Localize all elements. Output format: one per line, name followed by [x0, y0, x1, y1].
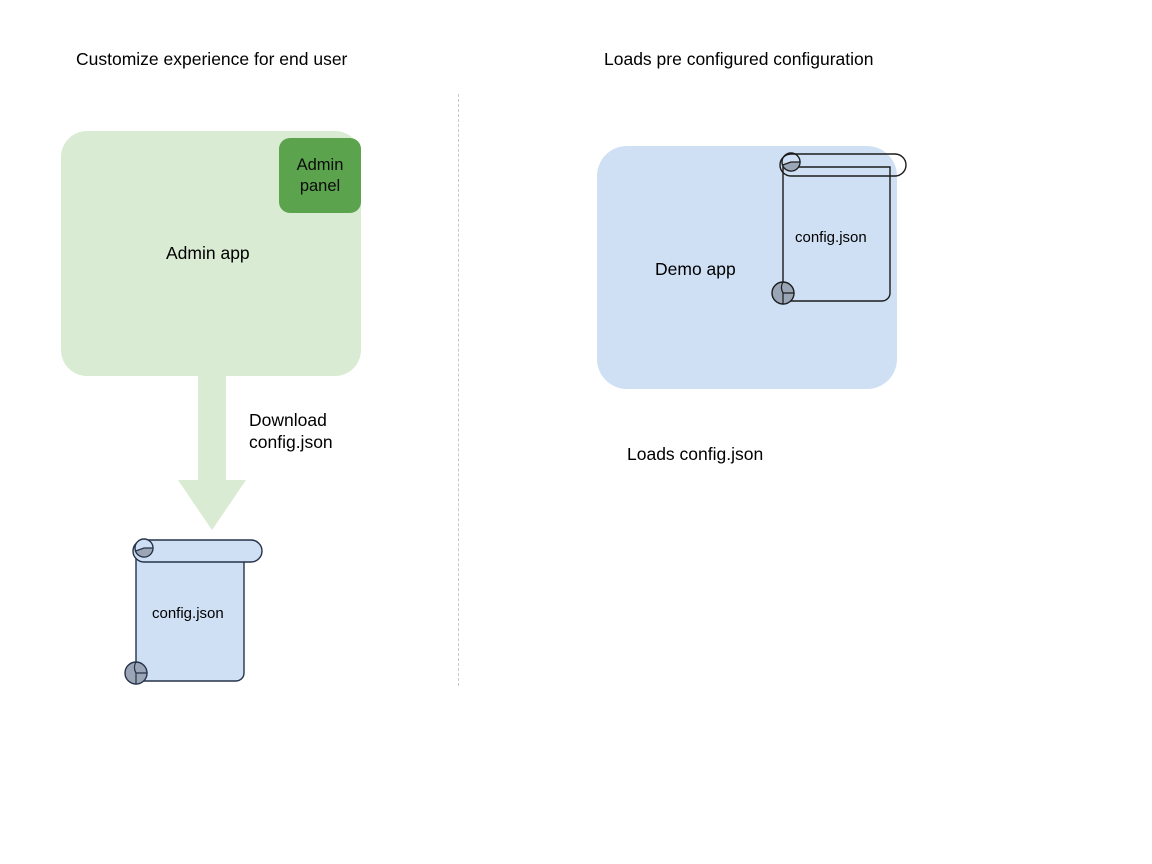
left-column-title: Customize experience for end user — [76, 49, 348, 69]
down-arrow-icon — [176, 370, 248, 532]
download-arrow-label: Download config.json — [249, 410, 333, 453]
demo-app-box[interactable] — [597, 146, 897, 389]
document-scroll-icon[interactable] — [118, 527, 264, 689]
loads-config-caption: Loads config.json — [627, 444, 764, 464]
column-divider — [458, 94, 459, 686]
demo-app-label: Demo app — [655, 259, 736, 279]
right-column-title: Loads pre configured configuration — [604, 49, 874, 69]
admin-panel-button[interactable]: Admin panel — [279, 138, 361, 213]
admin-app-label: Admin app — [166, 243, 250, 263]
document-scroll-icon[interactable] — [771, 151, 908, 307]
